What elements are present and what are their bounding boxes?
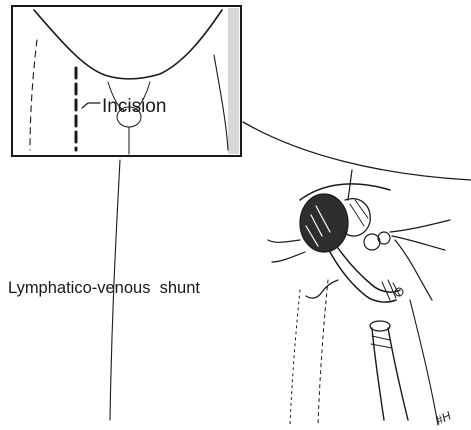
torso-contour [34, 10, 222, 79]
artist-signature: #H [433, 408, 453, 427]
lymphatic-channel-1 [268, 240, 300, 242]
thigh-contour-dotted [318, 280, 328, 425]
incision-label: Incision [102, 96, 166, 117]
shunt-leader [306, 280, 338, 298]
lymph-node [300, 194, 348, 252]
right-flank-line [214, 55, 228, 150]
inset-frame [12, 6, 241, 156]
vessel-branch-lower [395, 240, 432, 300]
thigh-contour-right [410, 300, 438, 425]
retractor-tip [348, 170, 352, 200]
thigh-contour-faint [290, 290, 300, 425]
body-outline [110, 122, 471, 420]
vessel-branch-middle [392, 236, 445, 250]
surgical-detail [268, 170, 450, 425]
inset-stipple-edge [228, 8, 239, 154]
shunt-label: Lymphatico-venous shunt [8, 279, 200, 297]
lymphatic-channel-2 [272, 252, 305, 262]
abdominal-contour [243, 122, 471, 180]
left-flank-line [30, 40, 37, 150]
vessel-branch-upper [390, 220, 450, 232]
inset-panel [12, 6, 241, 156]
lower-vein-left [372, 328, 384, 420]
incision-leader [82, 103, 100, 108]
vessel-knot-2 [378, 232, 390, 244]
anastomosis-sutures [382, 280, 400, 300]
lower-vein-right [388, 328, 408, 420]
lower-vein-cut-end [370, 321, 390, 331]
